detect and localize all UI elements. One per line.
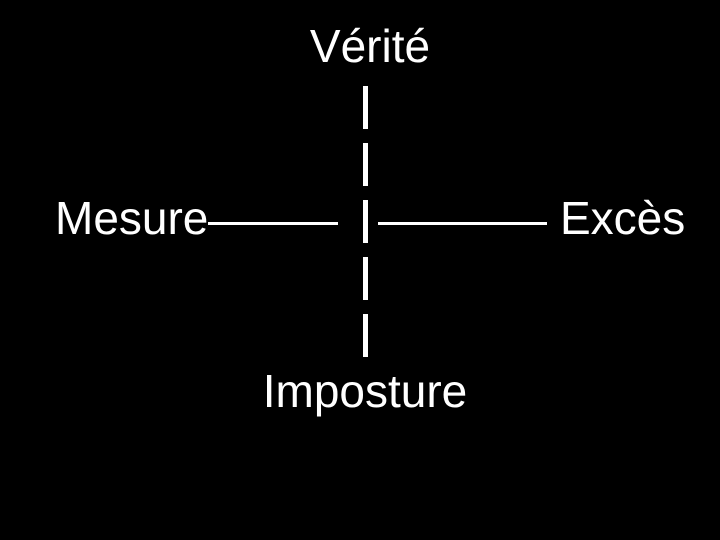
right-axis-label: Excès <box>560 192 686 244</box>
left-axis-label: Mesure <box>55 192 209 244</box>
horizontal-axis-left-line <box>208 222 338 225</box>
vertical-axis-dashed-line <box>363 86 368 357</box>
horizontal-axis-right-line <box>378 222 547 225</box>
bottom-axis-label: Imposture <box>262 365 468 417</box>
top-axis-label: Vérité <box>309 20 431 72</box>
